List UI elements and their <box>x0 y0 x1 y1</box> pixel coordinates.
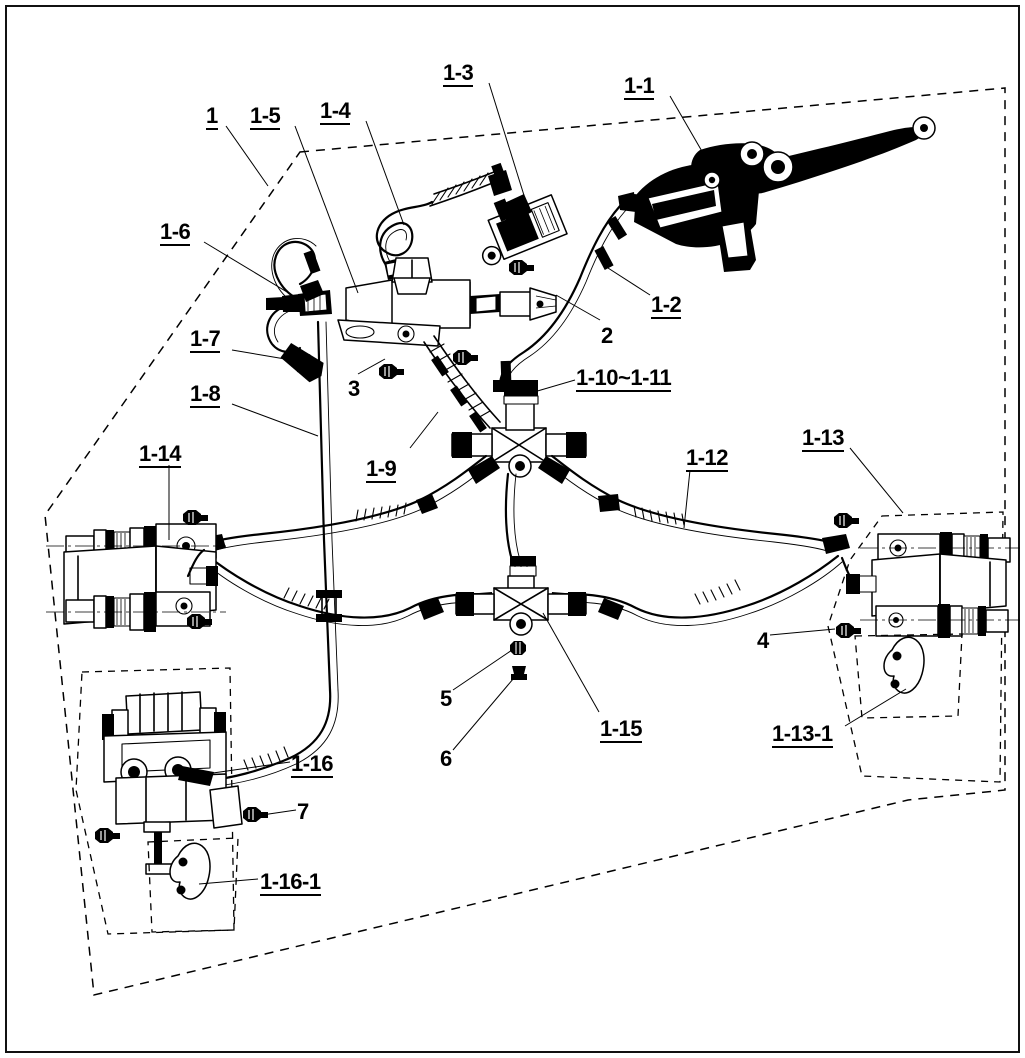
banjo-bolt-3 <box>378 363 405 380</box>
leader-line-5 <box>452 647 516 691</box>
leader-line-1-3 <box>488 82 528 206</box>
brake-caliper-rear <box>94 691 269 933</box>
hose-lower-left <box>203 554 500 626</box>
callout-label-1-3: 1-3 <box>443 60 474 87</box>
callout-label-1-15: 1-15 <box>600 716 643 743</box>
callout-label-1-10-to-1-11: 1-10~1-11 <box>576 365 672 392</box>
rear-caliper-boundary <box>75 667 235 935</box>
brake-hose-short <box>271 238 324 307</box>
braid-sleeve-left-lower <box>283 587 330 610</box>
coil-spring-sleeve <box>429 171 495 207</box>
braid-sleeve-left-upper <box>355 502 407 522</box>
hose-block-to-block <box>504 472 537 577</box>
leader-line-1-12 <box>683 469 691 529</box>
leader-line-1-8 <box>231 403 319 437</box>
leader-line-1-16-1 <box>198 878 259 885</box>
callout-label-1-16-1: 1-16-1 <box>260 869 321 896</box>
callout-label-1-6: 1-6 <box>160 219 191 246</box>
spring-coil-1-9 <box>429 343 491 420</box>
leader-line-7 <box>261 809 297 816</box>
callout-label-2: 2 <box>601 323 613 348</box>
leader-line-1-2 <box>607 267 651 296</box>
callout-label-1-4: 1-4 <box>320 98 351 125</box>
leader-line-6 <box>452 671 520 751</box>
leader-line-2 <box>555 294 601 321</box>
callout-label-7: 7 <box>297 799 309 824</box>
brake-pad-set-rear <box>169 842 211 900</box>
callout-label-1-13: 1-13 <box>802 425 845 452</box>
leader-line-1-9 <box>409 411 439 449</box>
upper-distribution-block <box>451 380 587 478</box>
callout-label-1-1: 1-1 <box>624 73 655 100</box>
callout-label-1-14: 1-14 <box>139 441 182 468</box>
callout-label-1-16: 1-16 <box>291 751 334 778</box>
callout-leader-lines <box>168 82 907 885</box>
brake-hose-spring-sleeve <box>423 335 501 433</box>
banjo-bolt-2 <box>508 259 535 276</box>
callout-label-3: 3 <box>348 376 360 401</box>
cbs-equalizer-valve <box>266 257 557 347</box>
brake-lever-master-cylinder <box>618 116 936 272</box>
braid-sleeve-right-upper <box>633 505 685 526</box>
callout-label-1-2: 1-2 <box>651 292 682 319</box>
leader-line-1-5 <box>294 125 359 294</box>
callout-label-1-8: 1-8 <box>190 381 221 408</box>
callout-label-1-5: 1-5 <box>250 103 281 130</box>
right-caliper-boundary <box>827 511 1004 783</box>
brake-pad-set-right-front <box>883 636 925 694</box>
leader-line-1-15 <box>542 612 600 713</box>
leader-line-1-1 <box>669 95 708 161</box>
hose-upper-to-left-caliper <box>200 454 500 554</box>
leader-line-1-6 <box>203 241 288 293</box>
brake-light-switch <box>481 194 568 266</box>
hose-clamp-bracket <box>266 304 324 383</box>
callout-label-4: 4 <box>757 628 769 653</box>
leader-line-4 <box>769 628 836 636</box>
leader-line-1-16 <box>212 761 291 774</box>
diagram-frame <box>5 5 1020 1053</box>
banjo-bolt-3b <box>452 349 479 366</box>
callout-label-1-9: 1-9 <box>366 456 397 483</box>
hose-lower-right <box>546 554 843 626</box>
brake-hose-right <box>538 454 850 554</box>
leader-line-1-13-1 <box>844 688 907 727</box>
callout-label-1-12: 1-12 <box>686 445 729 472</box>
callout-label-6: 6 <box>440 746 452 771</box>
lower-distribution-block <box>455 575 587 680</box>
flange-nut-5 <box>509 640 527 656</box>
callout-label-1: 1 <box>206 103 218 130</box>
brake-caliper-right-front <box>833 512 1020 719</box>
callout-label-1-13-1: 1-13-1 <box>772 721 833 748</box>
callout-label-5: 5 <box>440 686 452 711</box>
assembly-boundary-outline <box>44 87 1006 996</box>
leader-line-1-10-to-1-11 <box>533 379 576 393</box>
leader-line-1-4 <box>365 120 405 226</box>
leader-line-1 <box>225 125 269 187</box>
leader-line-3 <box>357 358 386 375</box>
brake-caliper-left-front <box>46 509 226 632</box>
brake-hose-left-rear <box>210 320 342 787</box>
callout-label-1-7: 1-7 <box>190 326 221 353</box>
leader-line-1-13 <box>849 447 904 514</box>
braid-sleeve-right-lower <box>694 579 741 605</box>
braid-sleeve-rear <box>243 746 289 771</box>
leader-line-1-7 <box>231 349 292 361</box>
